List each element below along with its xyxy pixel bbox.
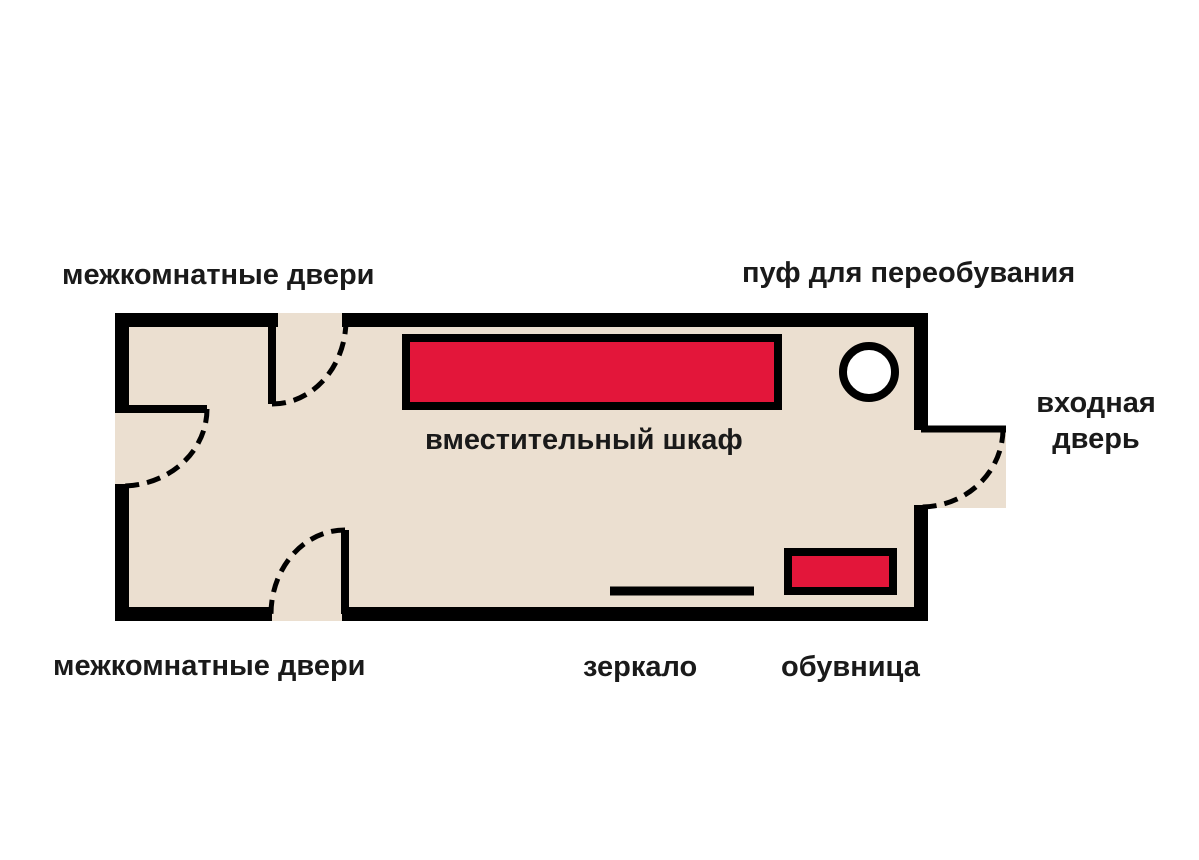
walls [115, 313, 928, 621]
floor-area [115, 313, 1006, 621]
door-leaves [122, 320, 1006, 614]
label-doors-bottom: межкомнатные двери [53, 650, 366, 682]
label-mirror: зеркало [583, 651, 697, 683]
label-doors-top: межкомнатные двери [62, 259, 375, 291]
label-wardrobe: вместительный шкаф [425, 424, 743, 456]
wardrobe [402, 334, 782, 410]
pouf [839, 342, 899, 402]
label-entrance-door-line1: входная [1036, 387, 1156, 419]
label-entrance-door-line2: дверь [1052, 423, 1140, 455]
shoe-rack [784, 548, 897, 595]
label-pouf: пуф для переобувания [742, 257, 1075, 289]
label-shoe-rack: обувница [781, 651, 921, 683]
